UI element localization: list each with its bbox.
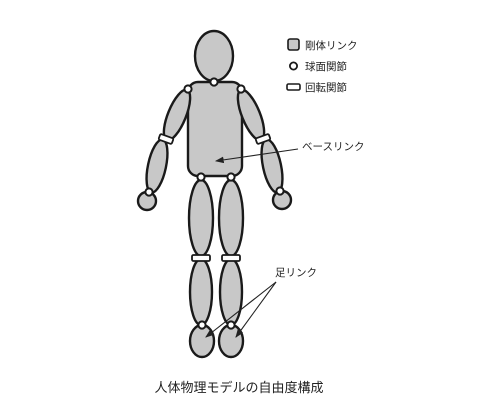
legend-spherical-joint-swatch — [288, 61, 298, 71]
foot-link-label: 足リンク — [275, 267, 317, 279]
right-foot-link — [217, 323, 245, 359]
left-elbow-revolute-joint — [157, 133, 175, 145]
foot-link-pointer-right — [235, 281, 277, 338]
humanoid-figure — [136, 29, 293, 359]
foot-link-annotation: 足リンク — [205, 267, 317, 338]
base-link-annotation: ベースリンク — [214, 141, 364, 164]
left-shin-link — [188, 257, 214, 327]
right-elbow-revolute-joint — [254, 133, 272, 145]
left-knee-revolute-joint — [191, 254, 211, 262]
right-ankle-spherical-joint — [226, 320, 236, 330]
torso-base-link — [186, 80, 244, 178]
base-link-pointer — [214, 148, 299, 164]
right-hip-spherical-joint — [226, 172, 236, 182]
legend-spherical-joint-label: 球面関節 — [305, 60, 347, 73]
head-link — [193, 29, 235, 83]
left-shoulder-spherical-joint — [183, 84, 193, 94]
left-ankle-spherical-joint — [197, 320, 207, 330]
right-wrist-spherical-joint — [275, 186, 285, 196]
base-link-label: ベースリンク — [302, 141, 364, 153]
figure-caption: 人体物理モデルの自由度構成 — [154, 380, 323, 396]
left-forearm-link — [145, 138, 169, 194]
legend-revolute-joint-swatch — [286, 83, 301, 91]
neck-spherical-joint — [209, 77, 219, 87]
right-shoulder-spherical-joint — [236, 84, 246, 94]
right-thigh-link — [217, 178, 245, 258]
legend-rigid-link-swatch — [287, 38, 300, 51]
left-hip-spherical-joint — [196, 172, 206, 182]
right-shin-link — [218, 257, 244, 327]
right-knee-revolute-joint — [221, 254, 241, 262]
left-foot-link — [188, 323, 216, 359]
right-forearm-link — [260, 138, 284, 194]
legend: 剛体リンク 球面関節 回転関節 — [286, 38, 358, 94]
foot-link-pointer-left — [205, 281, 277, 338]
legend-revolute-joint-label: 回転関節 — [305, 81, 347, 94]
left-wrist-spherical-joint — [144, 187, 154, 197]
left-thigh-link — [187, 178, 215, 258]
legend-rigid-link-label: 剛体リンク — [305, 40, 358, 52]
